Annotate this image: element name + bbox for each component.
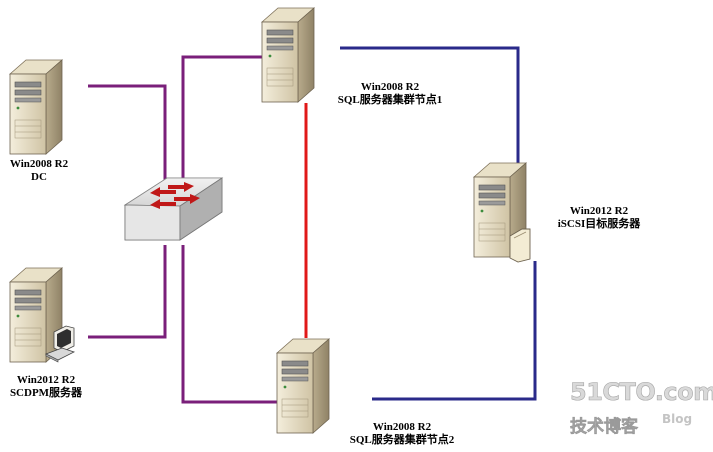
storage-links xyxy=(340,46,537,401)
dc-role-text: DC xyxy=(31,171,47,183)
watermark-site: 51CTO.com xyxy=(570,378,713,407)
sql1-label: Win2008 R2 SQL服务器集群节点1 xyxy=(320,81,460,107)
sql1-to-iscsi-link xyxy=(340,46,520,165)
iscsi-role-text: iSCSI目标服务器 xyxy=(557,218,641,230)
switch-icon xyxy=(123,177,224,241)
scdpm-label: Win2012 R2 SCDPM服务器 xyxy=(0,374,92,400)
scdpm-to-switch-link xyxy=(88,245,167,339)
dc-server-icon xyxy=(9,59,63,155)
watermark-blog: Blog xyxy=(662,412,693,426)
scdpm-os-text: Win2012 R2 xyxy=(16,374,76,386)
sql1-role-text: SQL服务器集群节点1 xyxy=(337,94,443,106)
scdpm-role-text: SCDPM服务器 xyxy=(9,387,83,399)
dc-to-switch-link xyxy=(88,84,167,193)
sql2-to-iscsi-link xyxy=(372,261,537,401)
disk-icon xyxy=(509,228,531,263)
switch-to-sql1-link xyxy=(181,55,262,193)
sql2-role-text: SQL服务器集群节点2 xyxy=(349,434,455,446)
iscsi-os-text: Win2012 R2 xyxy=(569,205,629,217)
sql2-server-icon xyxy=(276,338,330,434)
sql2-os-text: Win2008 R2 xyxy=(372,421,432,433)
sql2-label: Win2008 R2 SQL服务器集群节点2 xyxy=(332,421,472,447)
lan-links xyxy=(88,55,277,404)
sql1-os-text: Win2008 R2 xyxy=(360,81,420,93)
workstation-icon xyxy=(45,325,76,363)
switch-to-sql2-link xyxy=(181,245,277,404)
iscsi-label: Win2012 R2 iSCSI目标服务器 xyxy=(540,205,658,231)
sql1-server-icon xyxy=(261,7,315,103)
watermark-subtitle: 技术博客 xyxy=(570,417,639,438)
dc-label: Win2008 R2 DC xyxy=(9,158,69,184)
dc-os-text: Win2008 R2 xyxy=(9,158,69,170)
